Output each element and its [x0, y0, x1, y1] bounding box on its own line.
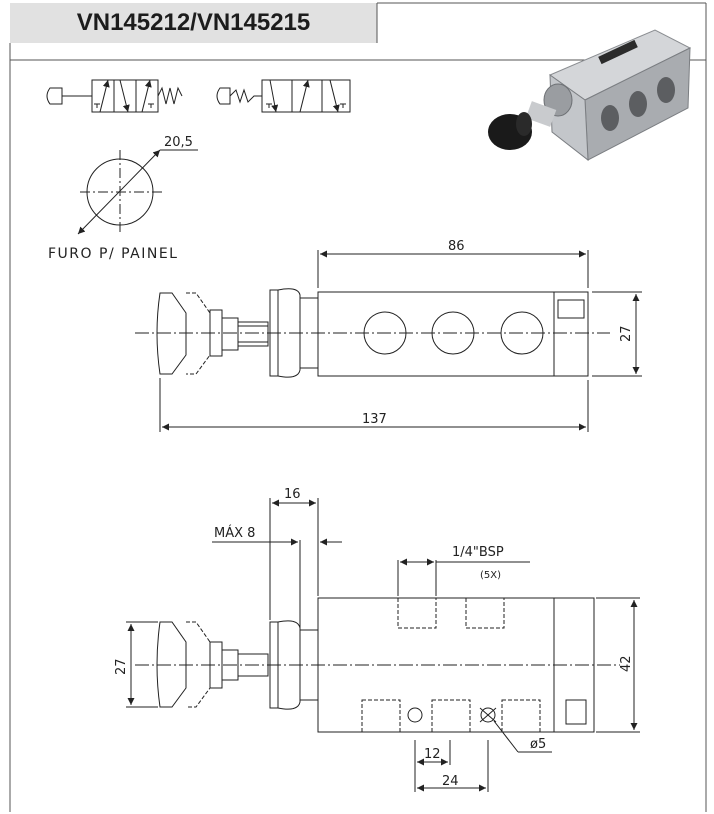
valve-photo [488, 29, 692, 162]
pushbutton-symbol-icon [46, 79, 183, 113]
dim-phi-5: ø5 [530, 737, 546, 752]
dim-bsp: 1/4"BSP [452, 545, 504, 560]
model-title: VN145212/VN145215 [76, 9, 311, 36]
dim-27-bottom: 27 [114, 658, 129, 675]
panel-hole-label: FURO P/ PAINEL [48, 246, 178, 262]
dim-max-8: MÁX 8 [214, 525, 255, 541]
dim-24: 24 [442, 774, 459, 789]
dim-27-top: 27 [619, 325, 634, 342]
dim-12: 12 [424, 747, 441, 762]
dim-panel-hole: 20,5 [164, 135, 193, 150]
panel-hole-drawing [77, 149, 198, 235]
dim-5x: (5X) [480, 570, 501, 581]
dim-86: 86 [448, 239, 465, 254]
dim-137: 137 [362, 412, 387, 427]
dim-16: 16 [284, 487, 301, 502]
model-title-tab: VN145212/VN145215 [10, 3, 377, 43]
spring-return-symbol-icon [216, 79, 351, 113]
valve-top-view [135, 250, 642, 432]
valve-side-view [126, 498, 640, 792]
dim-42: 42 [619, 655, 634, 672]
